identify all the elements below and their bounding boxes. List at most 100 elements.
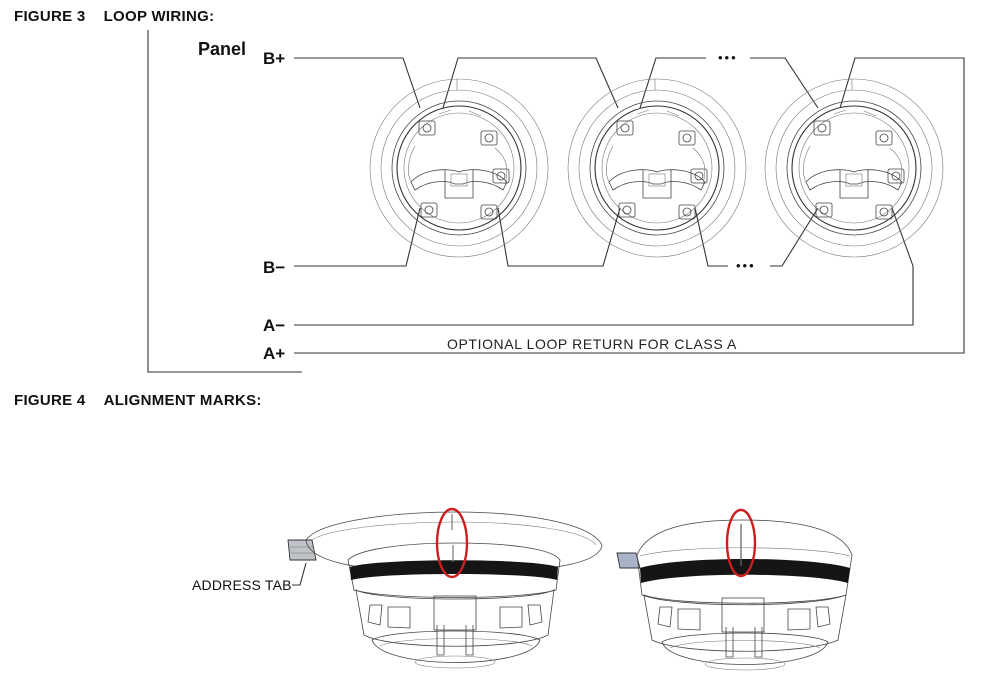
side-rib <box>803 145 811 183</box>
optional-loop-return-note: OPTIONAL LOOP RETURN FOR CLASS A <box>447 336 737 352</box>
alignment-highlight-2 <box>725 508 757 578</box>
base-rim <box>391 100 527 236</box>
address-tab-2 <box>616 552 641 569</box>
screw-head <box>817 123 827 133</box>
terminal-screw <box>618 202 636 218</box>
outer-ring-inner <box>578 89 736 247</box>
center-clip <box>450 173 468 187</box>
terminal-screw <box>418 120 436 136</box>
ellipsis-top: ••• <box>718 50 738 65</box>
base-inner <box>396 105 522 231</box>
outer-ring-inner <box>775 89 933 247</box>
figure-4-number: FIGURE 4 <box>14 392 86 409</box>
wire-base3-continue-top <box>750 57 819 109</box>
terminal-screw <box>678 204 696 220</box>
center-slot <box>444 170 474 199</box>
terminal-screw <box>813 120 831 136</box>
screw-head <box>879 133 889 143</box>
terminal-b-plus: B+ <box>263 49 285 68</box>
base-inner <box>791 105 917 231</box>
figure-3-title: LOOP WIRING: <box>103 8 215 25</box>
detector-vents <box>367 595 543 631</box>
detector-head-vents <box>657 597 831 633</box>
wire-channel <box>410 169 508 191</box>
outer-ring <box>764 78 944 258</box>
terminal-screw <box>875 204 893 220</box>
panel-label: Panel <box>198 39 246 59</box>
detector-head-band <box>640 559 850 583</box>
wire-base2-continue-top <box>639 57 706 109</box>
detector-bases <box>369 78 944 258</box>
outer-ring <box>369 78 549 258</box>
terminal-screw <box>875 130 893 146</box>
screw-head <box>682 133 692 143</box>
base-rim <box>786 100 922 236</box>
terminal-screw <box>480 204 498 220</box>
screw-head <box>891 171 901 181</box>
outer-ring-inner <box>380 89 538 247</box>
terminal-b-minus: B− <box>263 258 285 277</box>
figure-3-heading: FIGURE 3 LOOP WIRING: <box>14 8 214 25</box>
detector-with-base <box>287 507 603 669</box>
terminal-screw <box>690 168 708 184</box>
detector-band <box>350 560 558 580</box>
alignment-highlight-1 <box>435 507 469 579</box>
terminal-screw <box>420 202 438 218</box>
panel-box <box>147 30 302 373</box>
side-rib <box>494 147 508 185</box>
base-inner <box>594 105 720 231</box>
center-slot <box>839 170 869 199</box>
center-clip <box>845 173 863 187</box>
side-rib <box>889 147 903 185</box>
wire-a-minus-return <box>294 207 914 326</box>
address-tab <box>287 539 317 561</box>
terminal-screw <box>815 202 833 218</box>
base-inner-ring <box>601 112 713 224</box>
screw-head <box>424 205 434 215</box>
side-rib <box>692 147 706 185</box>
center-clip <box>648 173 666 187</box>
wire-base1-base2-top <box>442 57 619 109</box>
rim-detail <box>438 109 482 117</box>
screw-head <box>682 207 692 217</box>
screw-head <box>484 207 494 217</box>
detector-base-3 <box>764 78 944 258</box>
terminal-screw <box>616 120 634 136</box>
screw-head <box>694 171 704 181</box>
terminal-screw <box>678 130 696 146</box>
detector-base-1 <box>369 78 549 258</box>
terminal-screw <box>492 168 510 184</box>
screw-head <box>484 133 494 143</box>
terminal-a-minus: A− <box>263 316 285 335</box>
wire-channel <box>805 169 903 191</box>
figure-4-heading: FIGURE 4 ALIGNMENT MARKS: <box>14 392 262 409</box>
figure-3-number: FIGURE 3 <box>14 8 86 25</box>
outer-ring <box>567 78 747 258</box>
wire-b-minus <box>294 207 421 267</box>
detector-head <box>616 508 853 671</box>
screw-head <box>496 171 506 181</box>
loop-wires <box>294 57 965 354</box>
base-inner-ring <box>403 112 515 224</box>
screw-head <box>422 123 432 133</box>
wire-base2-continue-bottom <box>694 207 728 267</box>
address-tab-leader <box>292 562 307 586</box>
rim-detail <box>636 109 680 117</box>
address-tab-label: ADDRESS TAB <box>192 577 292 593</box>
screw-head <box>879 207 889 217</box>
wire-base3-continue-bottom <box>770 207 819 267</box>
wire-channel <box>608 169 706 191</box>
screw-head <box>819 205 829 215</box>
terminal-a-plus: A+ <box>263 344 285 363</box>
screw-head <box>620 123 630 133</box>
figure-4-title: ALIGNMENT MARKS: <box>103 392 262 409</box>
ellipsis-bottom: ••• <box>736 258 756 273</box>
screw-head <box>622 205 632 215</box>
base-rim <box>589 100 725 236</box>
center-slot <box>642 170 672 199</box>
detector-base-2 <box>567 78 747 258</box>
wire-base1-base2-bottom <box>497 207 621 267</box>
rim-detail <box>833 109 877 117</box>
